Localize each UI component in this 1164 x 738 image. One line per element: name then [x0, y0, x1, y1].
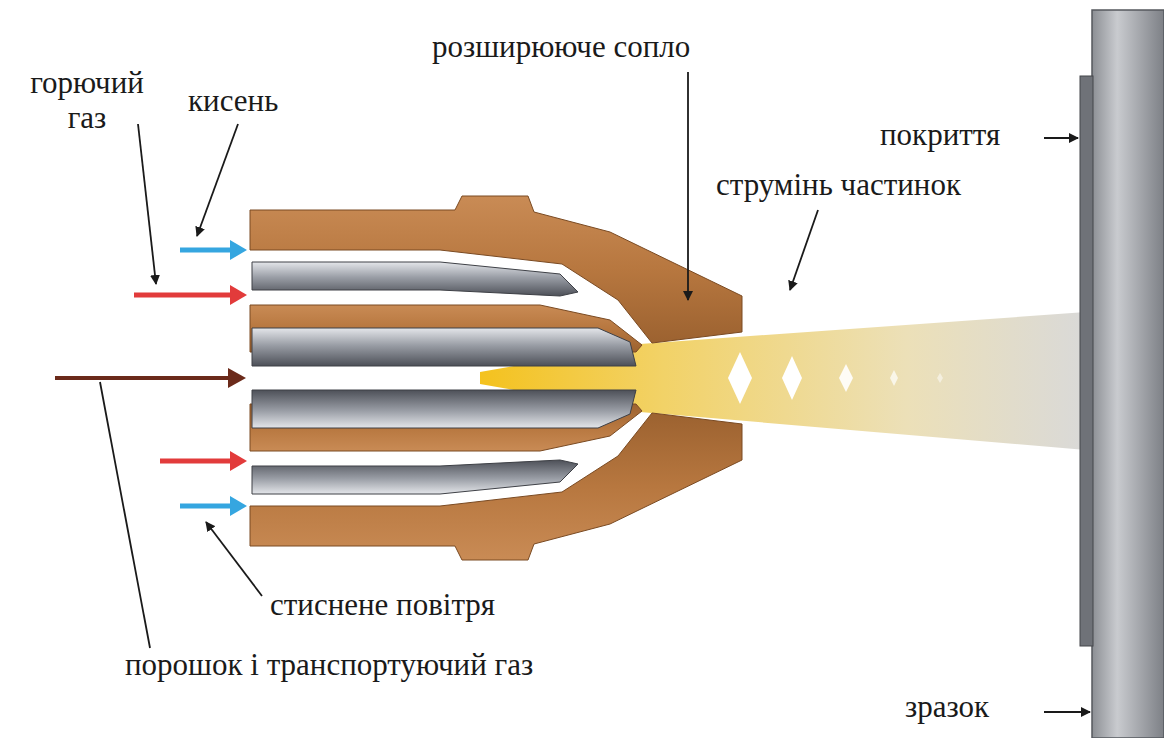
nozzle-label: розширююче сопло — [432, 30, 690, 65]
coating-label: покриття — [880, 118, 1000, 153]
sample-plate — [1092, 10, 1164, 738]
shock-diamonds — [728, 352, 943, 404]
feed-arrows — [55, 240, 247, 516]
gun-body-half — [250, 196, 742, 366]
oxygen-label: кисень — [188, 84, 278, 119]
sample-label: зразок — [905, 690, 989, 725]
gas-label: горючий газ — [12, 66, 162, 135]
powder-label: порошок і транспортуючий газ — [125, 648, 533, 683]
coating-layer — [1080, 76, 1093, 646]
air-label: стиснене повітря — [270, 588, 495, 623]
leader-lines — [100, 72, 1090, 712]
jet-label: струмінь частинок — [716, 168, 961, 203]
